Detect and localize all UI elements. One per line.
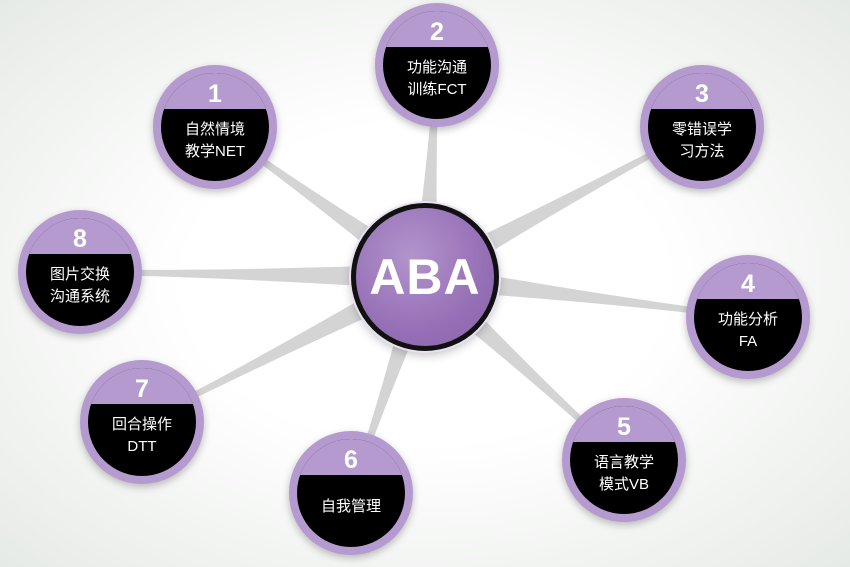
node-label: 图片交换 沟通系统 [49,266,110,305]
node-core: 7 回合操作 DTT [88,368,196,476]
node-number: 5 [617,413,631,441]
node-label: 自我管理 [320,498,381,515]
node-5: 5 语言教学 模式VB [562,398,686,522]
node-label: 零错误学 习方法 [671,121,732,160]
node-number: 7 [135,375,149,403]
node-cap: 3 [648,73,756,109]
node-core: 5 语言教学 模式VB [570,406,678,514]
node-label: 功能分析 FA [717,311,778,350]
node-number: 8 [73,225,87,253]
node-cap: 6 [297,439,405,475]
node-number: 2 [430,18,444,46]
node-number: 1 [208,80,222,108]
connector-4 [423,264,749,320]
node-cap: 4 [694,263,802,299]
node-label: 语言教学 模式VB [593,454,654,493]
node-label: 功能沟通 训练FCT [406,59,467,98]
node-3: 3 零错误学 习方法 [640,65,764,189]
hub-label: ABA [369,249,481,305]
node-8: 8 图片交换 沟通系统 [18,210,142,334]
node-7: 7 回合操作 DTT [80,360,204,484]
node-core: 4 功能分析 FA [694,263,802,371]
node-1: 1 自然情境 教学NET [153,65,277,189]
node-number: 3 [695,80,709,108]
node-4: 4 功能分析 FA [686,255,810,379]
node-6: 6 自我管理 [289,431,413,555]
node-cap: 2 [383,11,491,47]
node-number: 4 [741,270,755,298]
node-number: 6 [344,446,358,474]
node-cap: 1 [161,73,269,109]
node-2: 2 功能沟通 训练FCT [375,3,499,127]
node-label: 自然情境 教学NET [184,121,245,160]
node-cap: 5 [570,406,678,442]
node-cap: 7 [88,368,196,404]
node-core: 6 自我管理 [297,439,405,547]
connector-8 [79,264,426,290]
node-core: 2 功能沟通 训练FCT [383,11,491,119]
node-core: 3 零错误学 习方法 [648,73,756,181]
node-label: 回合操作 DTT [111,416,172,455]
hub-circle: ABA [351,203,499,351]
node-core: 1 自然情境 教学NET [161,73,269,181]
node-core: 8 图片交换 沟通系统 [26,218,134,326]
node-cap: 8 [26,218,134,254]
